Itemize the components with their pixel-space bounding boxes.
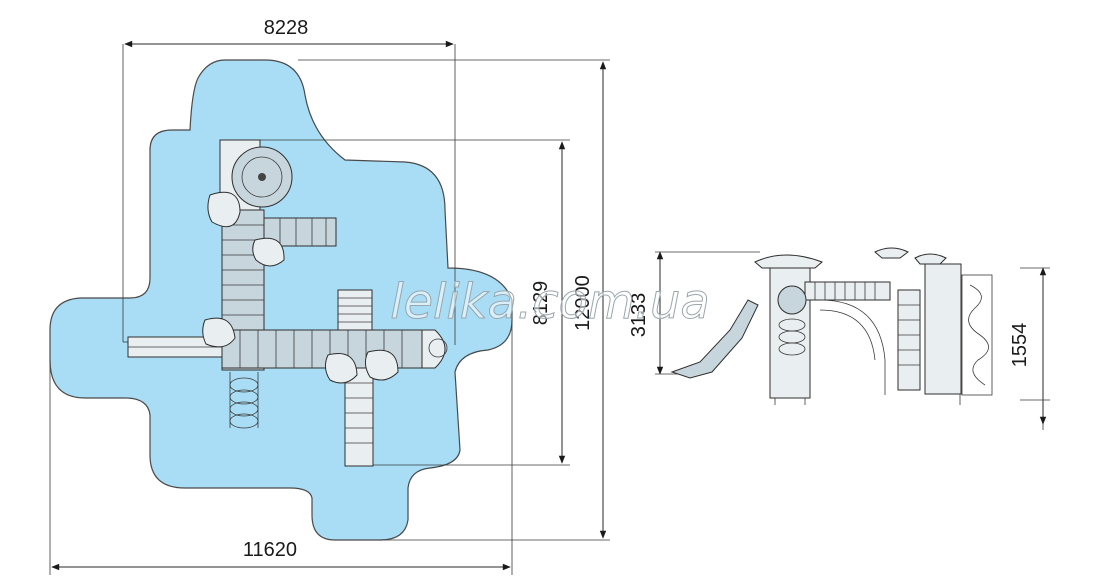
safety-zone <box>49 59 513 541</box>
leaf-decorations <box>202 191 399 384</box>
dim-side-platform-height: 1554 <box>1009 323 1031 368</box>
watermark-text: lelika.com.ua <box>390 274 710 330</box>
dimension-lines <box>51 40 1047 571</box>
dim-plan-outer-height: 12000 <box>572 275 594 331</box>
dim-plan-top-width: 8228 <box>264 17 309 39</box>
dim-plan-bottom-width: 11620 <box>243 539 297 561</box>
dim-plan-inner-height: 8129 <box>530 281 552 326</box>
dim-side-total-height: 3133 <box>628 293 650 338</box>
side-view-equipment <box>655 247 1050 430</box>
plan-equipment <box>127 139 448 467</box>
plan-extension-lines <box>49 44 610 575</box>
